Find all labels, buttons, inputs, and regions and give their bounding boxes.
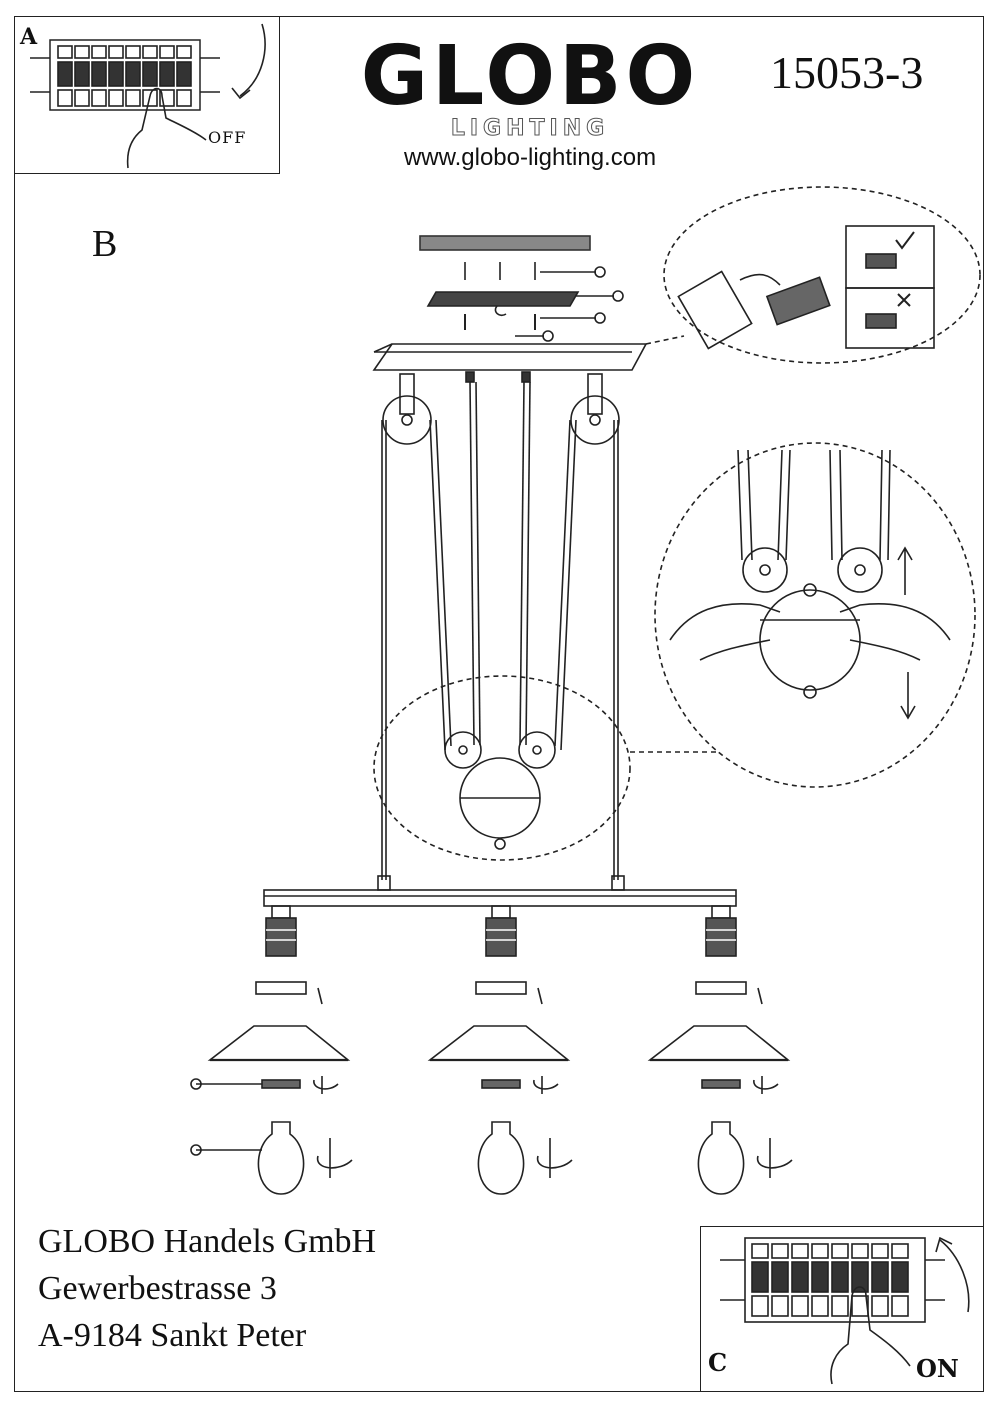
step-c-box (700, 1226, 984, 1392)
brand-logo: GLOBO (360, 29, 700, 124)
page-frame (14, 16, 984, 1392)
pulley-icon (570, 373, 620, 445)
pulley-icon (518, 731, 556, 769)
socket (265, 917, 297, 957)
pulley-icon (444, 731, 482, 769)
step-b-label: B (92, 223, 118, 265)
rotate-arrow-icon (313, 1076, 339, 1094)
breaker-panel-icon (720, 1237, 945, 1323)
step-c-label: C (708, 1348, 728, 1377)
canopy (372, 343, 648, 371)
pulley-icon (382, 373, 432, 445)
brand-subtitle: LIGHTING (450, 116, 610, 142)
ceiling-strip (419, 235, 591, 251)
breaker-panel-icon (30, 39, 220, 111)
company-city: A-9184 Sankt Peter (38, 1317, 307, 1354)
hand-icon (830, 1286, 911, 1385)
step-a-label: A (20, 24, 38, 50)
company-street: Gewerbestrasse 3 (38, 1270, 277, 1307)
mounting-bracket (426, 291, 580, 307)
check-icon (895, 231, 915, 250)
hand-icon (839, 602, 951, 661)
step-a-box (14, 16, 280, 174)
model-number: 15053-3 (770, 47, 924, 98)
lamp-bar (263, 889, 737, 907)
hand-icon (126, 87, 207, 169)
bulb-icon (257, 1121, 305, 1195)
company-address: GLOBO Handels GmbH Gewerbestrasse 3 A-91… (38, 1218, 376, 1359)
company-name: GLOBO Handels GmbH (38, 1223, 377, 1260)
lamp-shade-icon (207, 1025, 351, 1061)
rotate-arrow-icon (317, 1138, 353, 1178)
rotate-arrow-icon (939, 1239, 970, 1313)
switch-off-label: OFF (208, 128, 247, 147)
switch-on-label: ON (916, 1354, 959, 1383)
website-link[interactable]: www.globo-lighting.com (403, 144, 657, 171)
hand-icon (669, 602, 781, 661)
pulley-icon (742, 547, 788, 593)
cross-icon (897, 293, 911, 307)
pulley-icon (837, 547, 883, 593)
rotate-arrow-icon (239, 23, 266, 97)
